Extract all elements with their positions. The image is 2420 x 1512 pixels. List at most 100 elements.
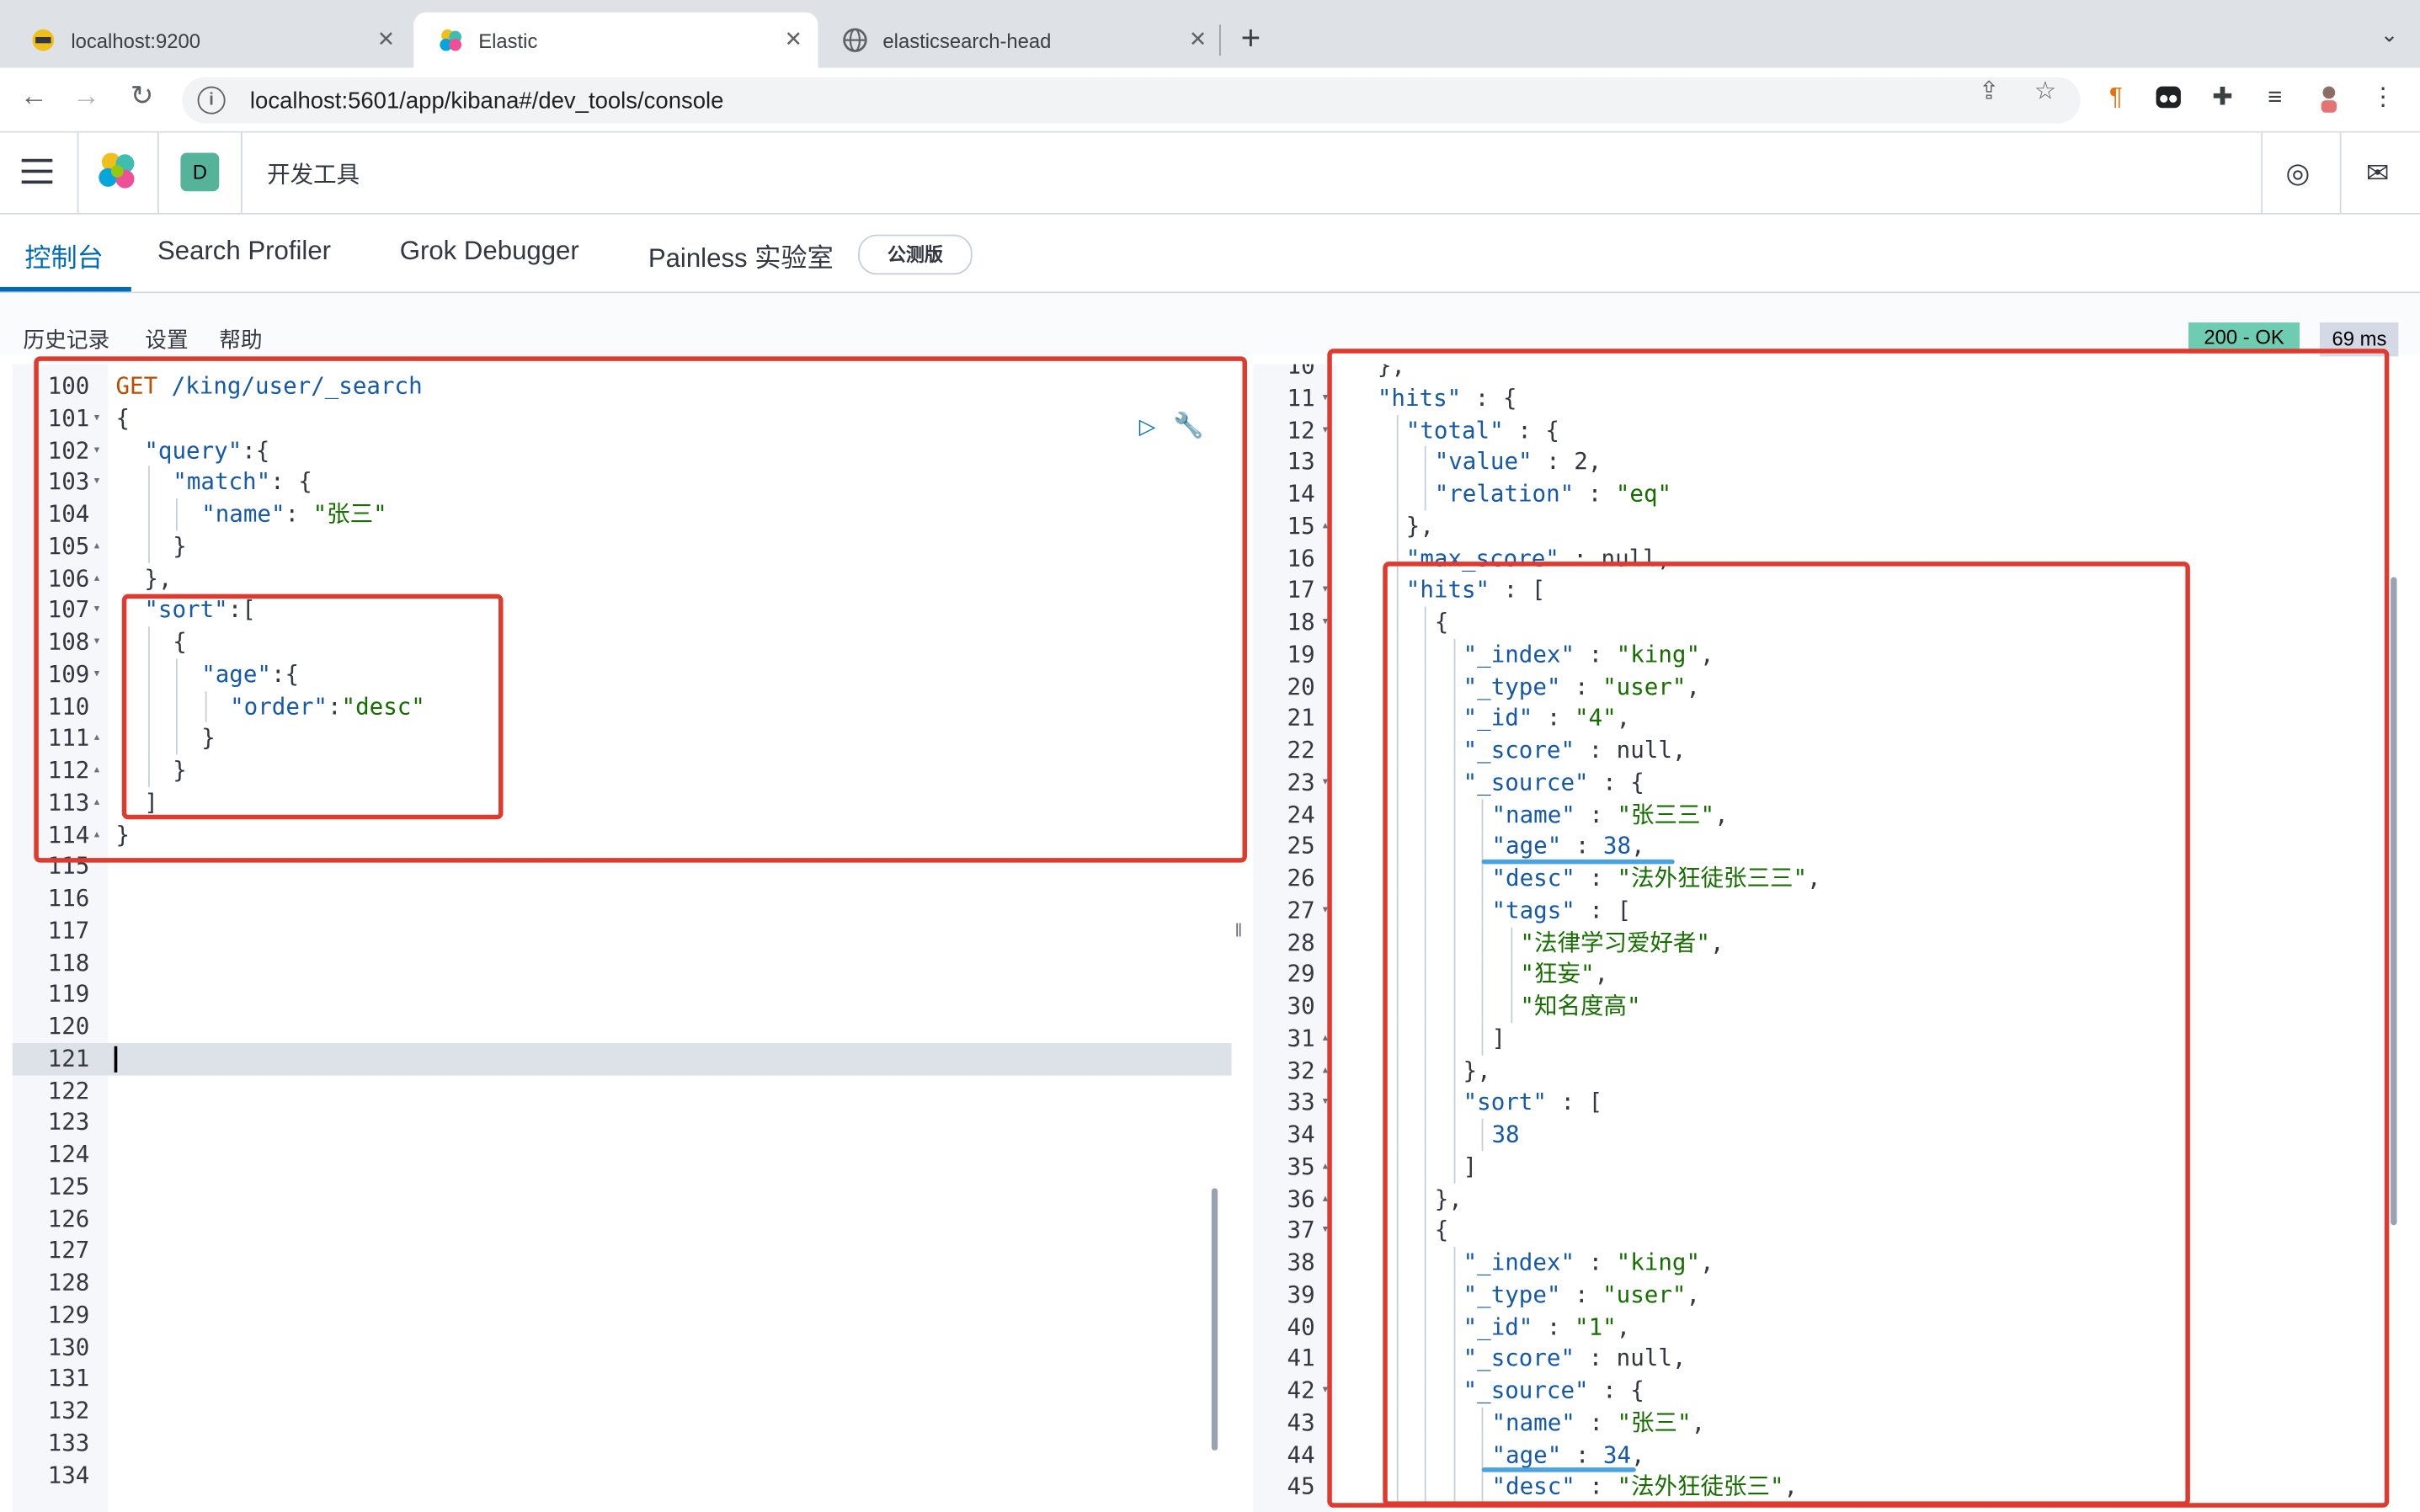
fold-toggle-icon[interactable]: ▴ [92,538,101,554]
code-text[interactable]: } [201,722,216,754]
fold-toggle-icon[interactable]: ▾ [1320,390,1330,406]
code-line[interactable]: 105▴} [13,530,1232,562]
code-text[interactable]: "age":{ [201,658,299,690]
code-line[interactable]: 103▾"match": { [13,466,1232,498]
help-link[interactable]: 帮助 [219,327,263,352]
code-line[interactable]: 111▴} [13,722,1232,754]
code-line[interactable]: 116 [13,882,1232,914]
close-icon[interactable]: ✕ [784,26,803,51]
help-lifebuoy-icon[interactable]: ◎ [2285,157,2311,189]
code-text[interactable]: GET /king/user/_search [115,370,422,402]
profile-avatar[interactable] [2314,83,2345,114]
response-scrollbar[interactable] [2391,577,2397,1226]
code-line[interactable]: 118 [13,946,1232,978]
bookmark-star-icon[interactable]: ☆ [2034,78,2057,105]
tab-search-profiler[interactable]: Search Profiler [157,236,332,266]
code-text[interactable]: } [173,530,187,562]
code-line[interactable]: 134 [13,1459,1232,1491]
fold-toggle-icon[interactable]: ▾ [92,410,101,426]
extensions-puzzle-icon[interactable]: ✚ [2212,84,2233,111]
code-line[interactable]: 115 [13,850,1232,882]
settings-link[interactable]: 设置 [145,327,189,352]
close-icon[interactable]: ✕ [376,26,396,51]
pane-resizer[interactable]: ‖ [1234,919,1243,942]
code-text[interactable]: } [173,754,187,786]
browser-tab-head[interactable]: elasticsearch-head ✕ [818,13,1222,68]
forward-button[interactable]: → [72,80,101,111]
code-line[interactable]: 127 [13,1235,1232,1267]
close-icon[interactable]: ✕ [1188,26,1207,51]
code-line[interactable]: 108▾{ [13,626,1232,658]
fold-toggle-icon[interactable]: ▾ [1320,902,1330,918]
code-line[interactable]: 131 [13,1363,1232,1395]
fold-toggle-icon[interactable]: ▴ [92,762,101,778]
code-line[interactable]: 109▾"age":{ [13,658,1232,690]
code-text[interactable]: "match": { [173,466,312,498]
code-line[interactable]: 107▾"sort":[ [13,594,1232,626]
extension-mask-icon[interactable] [2153,83,2184,114]
code-text[interactable]: ] [144,786,158,818]
code-line[interactable]: 117 [13,914,1232,946]
code-line[interactable]: 126 [13,1203,1232,1235]
fold-toggle-icon[interactable]: ▾ [1320,1222,1330,1238]
chevron-down-icon[interactable]: ⌄ [2380,21,2399,46]
fold-toggle-icon[interactable]: ▾ [92,602,101,618]
address-bar[interactable]: i localhost:5601/app/kibana#/dev_tools/c… [182,77,2081,124]
code-line[interactable]: 130 [13,1331,1232,1363]
browser-tab-elastic[interactable]: Elastic ✕ [413,12,818,68]
code-text[interactable]: "order":"desc" [230,690,425,722]
elastic-logo[interactable] [96,150,139,193]
fold-toggle-icon[interactable]: ▾ [1320,1094,1330,1110]
space-avatar[interactable]: D [180,152,220,192]
fold-toggle-icon[interactable]: ▾ [92,474,101,490]
wrench-icon[interactable]: 🔧 [1173,413,1204,440]
fold-toggle-icon[interactable]: ▴ [92,794,101,810]
code-line[interactable]: 102▾"query":{ [13,434,1232,466]
code-line[interactable]: 121 [12,1042,1232,1075]
code-line[interactable]: 123 [13,1107,1232,1139]
code-text[interactable]: { [115,402,130,434]
tab-console[interactable]: 控制台 [24,243,104,274]
fold-toggle-icon[interactable]: ▾ [1320,614,1330,630]
code-line[interactable]: 129 [13,1299,1232,1331]
code-line[interactable]: 114▴} [13,818,1232,850]
fold-toggle-icon[interactable]: ▴ [92,826,101,842]
code-line[interactable]: 119 [13,979,1232,1011]
fold-toggle-icon[interactable]: ▾ [1320,422,1330,438]
back-button[interactable]: ← [19,80,48,111]
reload-button[interactable]: ↻ [130,80,154,111]
new-tab-button[interactable]: + [1240,18,1261,57]
play-icon[interactable]: ▷ [1138,413,1156,439]
code-line[interactable]: 133 [13,1427,1232,1459]
code-line[interactable]: 112▴} [13,754,1232,786]
fold-toggle-icon[interactable]: ▾ [92,634,101,650]
fold-toggle-icon[interactable]: ▾ [1320,1382,1330,1398]
browser-tab-localhost[interactable]: localhost:9200 ✕ [6,13,410,68]
tab-painless-lab[interactable]: Painless 实验室 [648,243,834,274]
code-text[interactable]: "sort":[ [144,594,255,626]
code-text[interactable]: { [173,626,187,658]
fold-toggle-icon[interactable]: ▴ [1320,1158,1330,1174]
fold-toggle-icon[interactable]: ▴ [1320,518,1330,534]
code-text[interactable]: }, [144,562,172,594]
extension-pilcrow-icon[interactable]: ¶ [2109,84,2123,111]
info-icon[interactable]: i [197,86,226,114]
history-link[interactable]: 历史记录 [23,327,110,352]
code-line[interactable]: 120 [13,1011,1232,1043]
code-line[interactable]: 125 [13,1171,1232,1203]
fold-toggle-icon[interactable]: ▾ [92,666,101,682]
code-line[interactable]: 128 [13,1267,1232,1299]
fold-toggle-icon[interactable]: ▴ [1320,1190,1330,1206]
code-text[interactable]: } [115,818,130,850]
code-line[interactable]: 104"name": "张三" [13,498,1232,530]
code-text[interactable]: "name": "张三" [201,498,387,530]
fold-toggle-icon[interactable]: ▴ [1320,1030,1330,1046]
fold-toggle-icon[interactable]: ▴ [92,730,101,746]
tab-grok-debugger[interactable]: Grok Debugger [399,236,579,266]
code-line[interactable]: 113▴] [13,786,1232,818]
code-line[interactable]: 124 [13,1139,1232,1171]
menu-icon[interactable] [21,158,53,191]
code-line[interactable]: 101▾{ [13,402,1232,434]
fold-toggle-icon[interactable]: ▴ [92,570,101,586]
